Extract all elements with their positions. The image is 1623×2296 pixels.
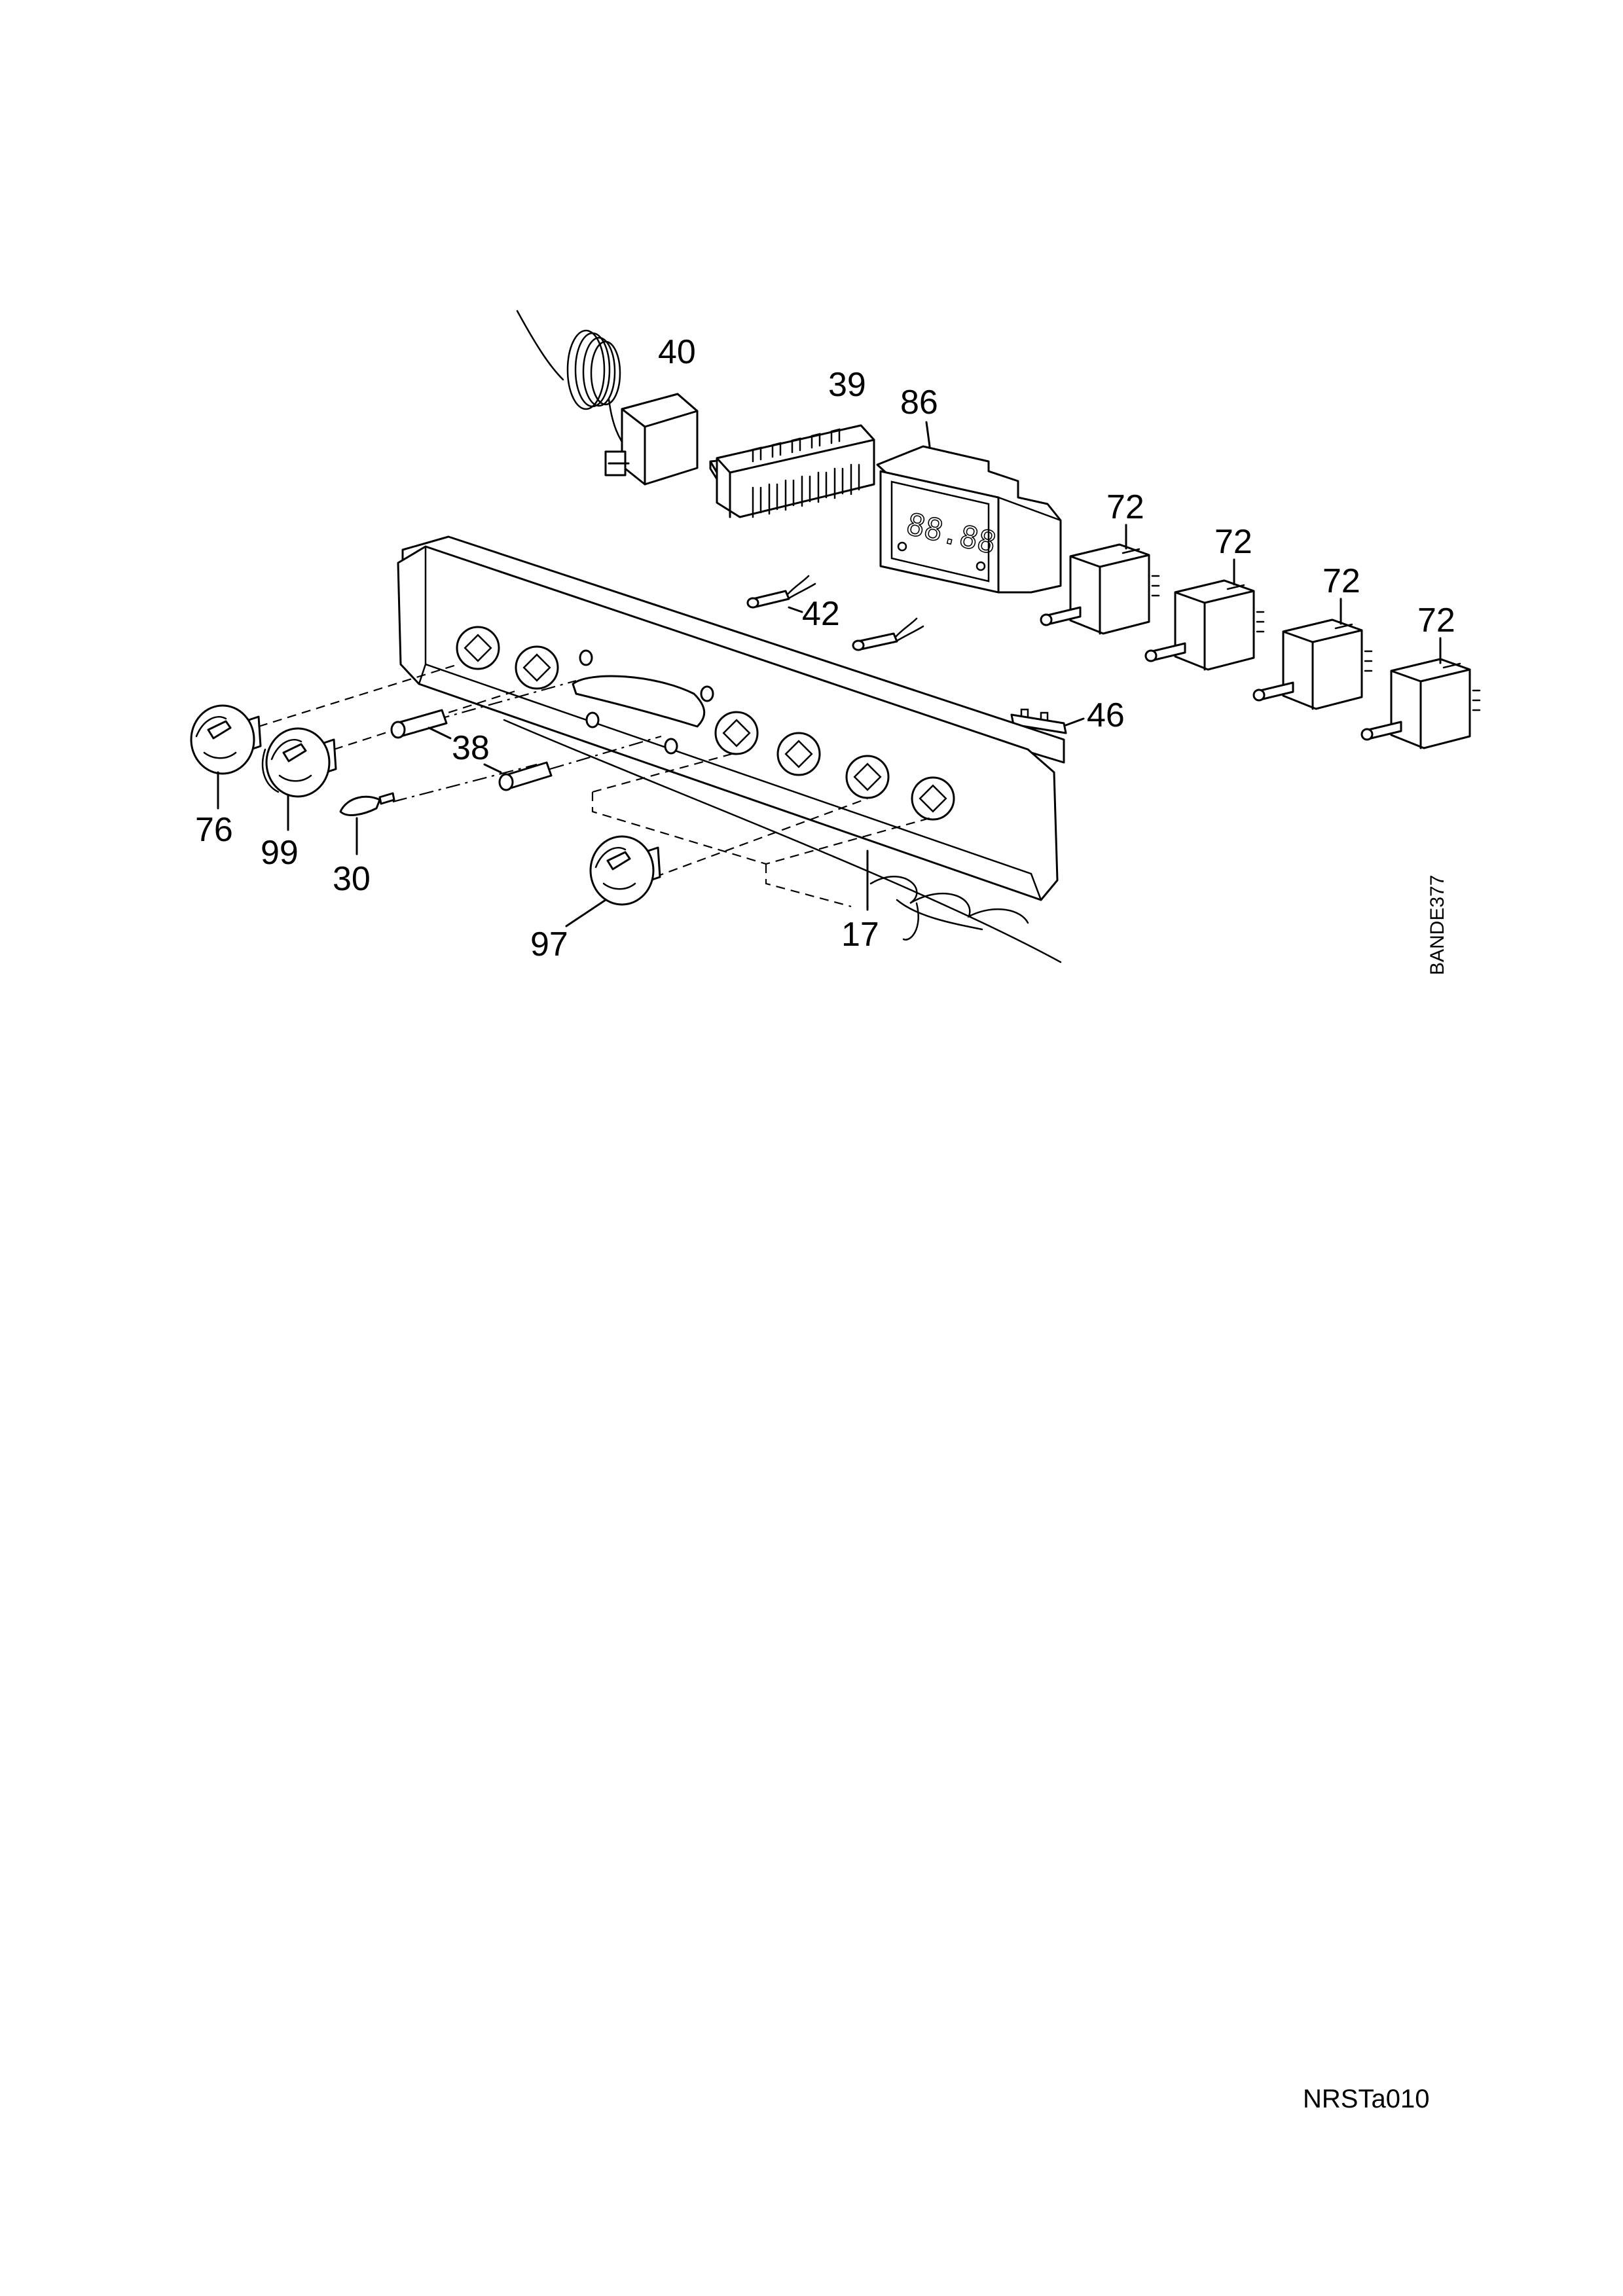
part-knob-97 (589, 835, 661, 906)
document-reference: NRSTa010 (1303, 2085, 1429, 2113)
callout-76: 76 (195, 811, 233, 849)
part-spindles-38 (390, 709, 553, 791)
callout-17: 17 (841, 916, 879, 954)
leader-97 (565, 899, 607, 927)
leader-42 (788, 606, 803, 613)
part-energy-regulator-72b (1144, 579, 1265, 671)
part-display-clock-86: 88.88 (876, 445, 1062, 594)
part-energy-regulator-72c (1252, 619, 1373, 710)
alignment-lines (258, 663, 930, 908)
part-energy-regulator-72a (1040, 543, 1160, 635)
callout-40: 40 (658, 333, 696, 371)
leader-46 (1065, 717, 1085, 726)
part-knob-99 (261, 727, 337, 798)
callout-39: 39 (828, 366, 866, 404)
callout-72d: 72 (1417, 601, 1455, 639)
callout-30: 30 (333, 860, 371, 898)
callout-72c: 72 (1322, 562, 1360, 600)
callout-97: 97 (530, 925, 568, 963)
callout-86: 86 (900, 384, 938, 422)
part-control-panel-17 (397, 535, 1065, 901)
part-knob-76 (190, 704, 262, 775)
part-clip-46 (1010, 708, 1067, 734)
callout-72a: 72 (1106, 488, 1144, 526)
leader-38 (428, 726, 502, 774)
signature-mark (503, 719, 1062, 963)
leader-86 (925, 421, 931, 448)
part-lamp-cap-30 (339, 792, 395, 816)
part-energy-regulator-72d (1360, 658, 1481, 749)
callout-99: 99 (261, 834, 299, 872)
panel-knob-openings (456, 626, 955, 821)
panel-display-window (572, 675, 706, 728)
drawing-code: BANDE377 (1427, 875, 1448, 975)
callout-72b: 72 (1214, 523, 1252, 561)
callout-42: 42 (802, 595, 840, 633)
part-indicator-lamps-42 (746, 575, 924, 651)
callout-46: 46 (1087, 696, 1125, 734)
part-selector-switch-39 (709, 424, 875, 518)
callout-38: 38 (452, 729, 490, 767)
part-thermostat-40 (516, 310, 699, 486)
